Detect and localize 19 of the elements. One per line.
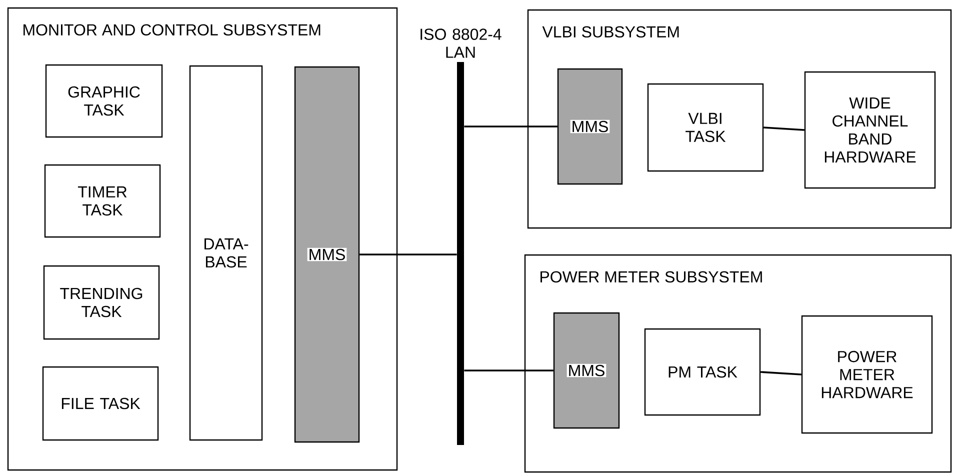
connector-line — [360, 254, 457, 256]
task-box: FILE TASK — [42, 366, 159, 441]
task-box: TIMER TASK — [44, 164, 161, 238]
task-box: VLBI TASK — [647, 83, 764, 172]
mms-box: MMS — [553, 312, 620, 429]
mms-box: MMS — [294, 66, 360, 443]
connector-line — [764, 126, 804, 131]
lan-bus — [457, 62, 464, 445]
task-box: DATA- BASE — [189, 65, 263, 441]
mms-box: MMS — [557, 68, 623, 185]
connector-line — [760, 371, 802, 376]
task-box: WIDE CHANNEL BAND HARDWARE — [804, 71, 936, 189]
task-box: TRENDING TASK — [43, 265, 160, 340]
connector-line — [464, 370, 554, 372]
network-label: ISO 8802-4 LAN — [420, 28, 502, 58]
task-box: GRAPHIC TASK — [45, 64, 163, 138]
connector-line — [464, 126, 558, 128]
task-box: POWER METER HARDWARE — [801, 315, 933, 434]
task-box: PM TASK — [644, 328, 761, 416]
